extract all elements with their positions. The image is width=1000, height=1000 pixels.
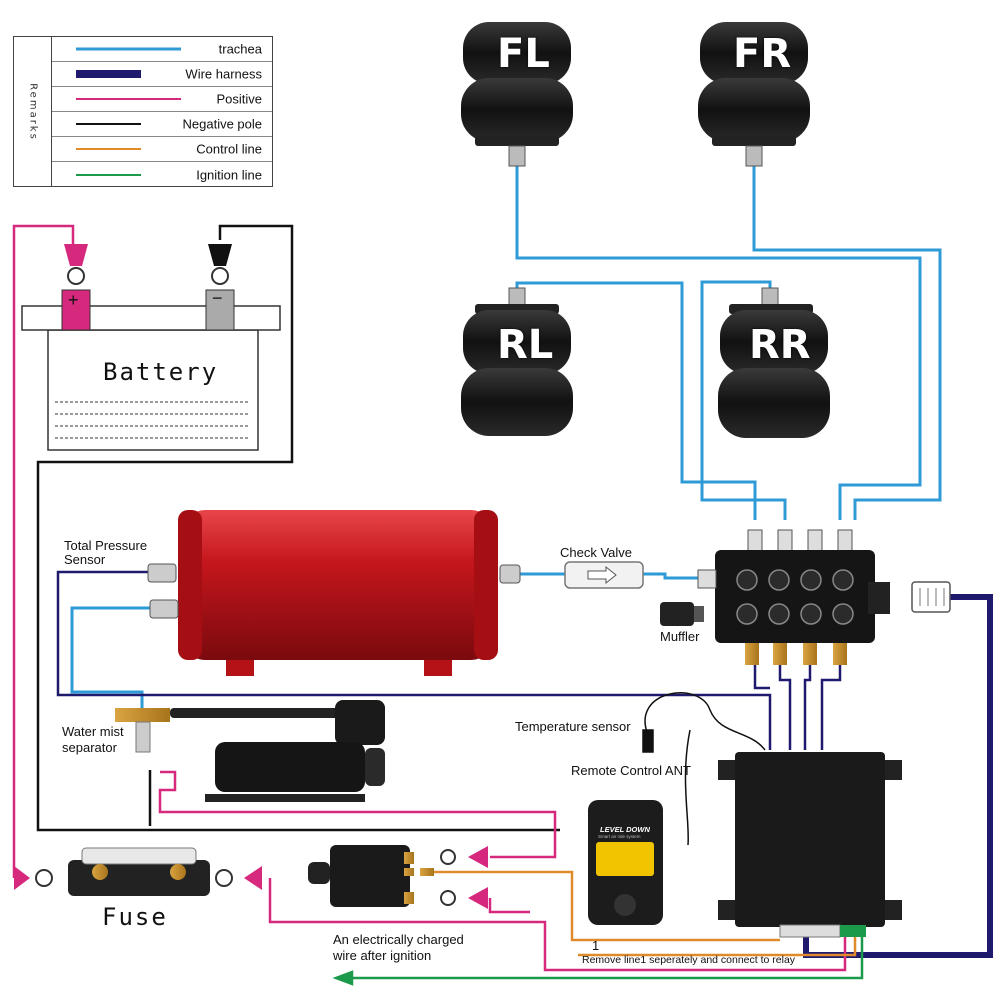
- compressor: [170, 700, 385, 802]
- legend-swatch-positive: [76, 98, 181, 100]
- ignition-wire-label-line1: An electrically charged: [333, 932, 464, 947]
- muffler-label: Muffler: [660, 629, 700, 644]
- air-bag-fr-label: FR: [733, 31, 792, 77]
- legend-label-harness: Wire harness: [185, 66, 262, 82]
- legend-label-trachea: trachea: [218, 41, 262, 57]
- air-bag-fl-label: FL: [497, 31, 550, 77]
- total-pressure-sensor-label-line1: Total Pressure: [64, 538, 148, 553]
- legend-title-cell: Remarks: [14, 37, 52, 186]
- valve-manifold: [697, 529, 890, 665]
- temperature-sensor-label: Temperature sensor: [515, 719, 631, 734]
- ignition-wire-label: An electrically charged wire after ignit…: [333, 932, 464, 964]
- legend-label-control: Control line: [196, 141, 262, 157]
- air-bag-rr-label: RR: [749, 322, 811, 368]
- positive-lines: [12, 224, 847, 972]
- ignition-lines: [332, 932, 864, 986]
- legend-swatch-control: [76, 148, 141, 150]
- water-mist-separator-label-line1: Water mist: [62, 724, 124, 739]
- air-line-rr: [700, 280, 787, 520]
- check-valve: [564, 561, 644, 589]
- legend-row-negative: Negative pole: [52, 112, 272, 137]
- battery-positive-sign: +: [68, 290, 79, 310]
- total-pressure-sensor-label: Total Pressure Sensor: [64, 539, 147, 567]
- legend-row-trachea: trachea: [52, 37, 272, 62]
- battery: [21, 244, 281, 451]
- muffler: [660, 602, 704, 626]
- air-line-check-manifold: [640, 572, 700, 580]
- relay: [308, 845, 488, 909]
- air-bag-fl: [461, 22, 573, 167]
- legend-row-harness: Wire harness: [52, 62, 272, 87]
- ignition-wire-label-line2: wire after ignition: [333, 948, 432, 963]
- legend-swatch-ignition: [76, 173, 141, 176]
- relay-note-label: Remove line1 seperately and connect to r…: [582, 954, 796, 966]
- air-bag-rr: [718, 287, 830, 438]
- legend-swatch-negative: [76, 123, 141, 125]
- air-bag-rl-label: RL: [497, 322, 554, 368]
- positive-line-battery-fuse: [12, 224, 75, 878]
- line-number-label: 1: [592, 938, 600, 953]
- water-mist-separator-label: Water mist separator: [62, 724, 124, 756]
- air-line-fr: [752, 165, 942, 520]
- air-line-fl: [515, 165, 922, 520]
- negative-line-battery: [36, 224, 560, 832]
- remote-control: [588, 800, 663, 925]
- control-line-relay: [430, 870, 780, 942]
- temperature-sensor: [642, 692, 766, 846]
- battery-negative-sign: −: [212, 288, 223, 308]
- total-pressure-sensor-label-line2: Sensor: [64, 552, 106, 567]
- fuse-label: Fuse: [102, 903, 168, 931]
- air-line-rl: [515, 281, 757, 520]
- control-line-1: [578, 932, 857, 957]
- legend-label-ignition: Ignition line: [196, 167, 262, 182]
- water-mist-separator: [115, 708, 170, 753]
- harness-main: [803, 594, 993, 958]
- check-valve-label: Check Valve: [560, 545, 633, 560]
- water-mist-separator-label-line2: separator: [62, 740, 117, 755]
- legend-label-negative: Negative pole: [182, 116, 263, 132]
- harness-lines: [56, 570, 993, 958]
- air-tank: [147, 510, 521, 676]
- positive-line-fuse-controller: [268, 878, 847, 972]
- legend-swatch-harness: [76, 70, 141, 78]
- legend: Remarks trachea Wire harness Positive Ne…: [13, 36, 273, 187]
- fuse-holder: [14, 847, 262, 896]
- legend-row-positive: Positive: [52, 87, 272, 112]
- remote-brand: LEVEL DOWN: [600, 825, 650, 834]
- air-lines: [70, 165, 942, 720]
- positive-line-compressor-relay: [158, 770, 557, 859]
- battery-label: Battery: [103, 358, 219, 386]
- legend-row-control: Control line: [52, 137, 272, 162]
- legend-label-positive: Positive: [216, 91, 262, 107]
- air-bag-fr: [698, 22, 810, 167]
- air-bag-rl: [461, 287, 573, 436]
- legend-row-ignition: Ignition line: [52, 162, 272, 187]
- harness-pressure-sensor: [56, 570, 772, 750]
- remote-subtitle: Smart air ride system: [598, 834, 641, 839]
- control-lines: [430, 870, 857, 957]
- controller: [718, 752, 902, 938]
- legend-swatch-trachea: [76, 47, 181, 51]
- ignition-line: [345, 932, 864, 980]
- harness-connector: [911, 581, 951, 613]
- negative-lines: [36, 224, 560, 832]
- remote-control-ant-label: Remote Control ANT: [571, 763, 691, 778]
- air-line-compressor-tank: [70, 606, 168, 720]
- legend-title: Remarks: [27, 82, 38, 141]
